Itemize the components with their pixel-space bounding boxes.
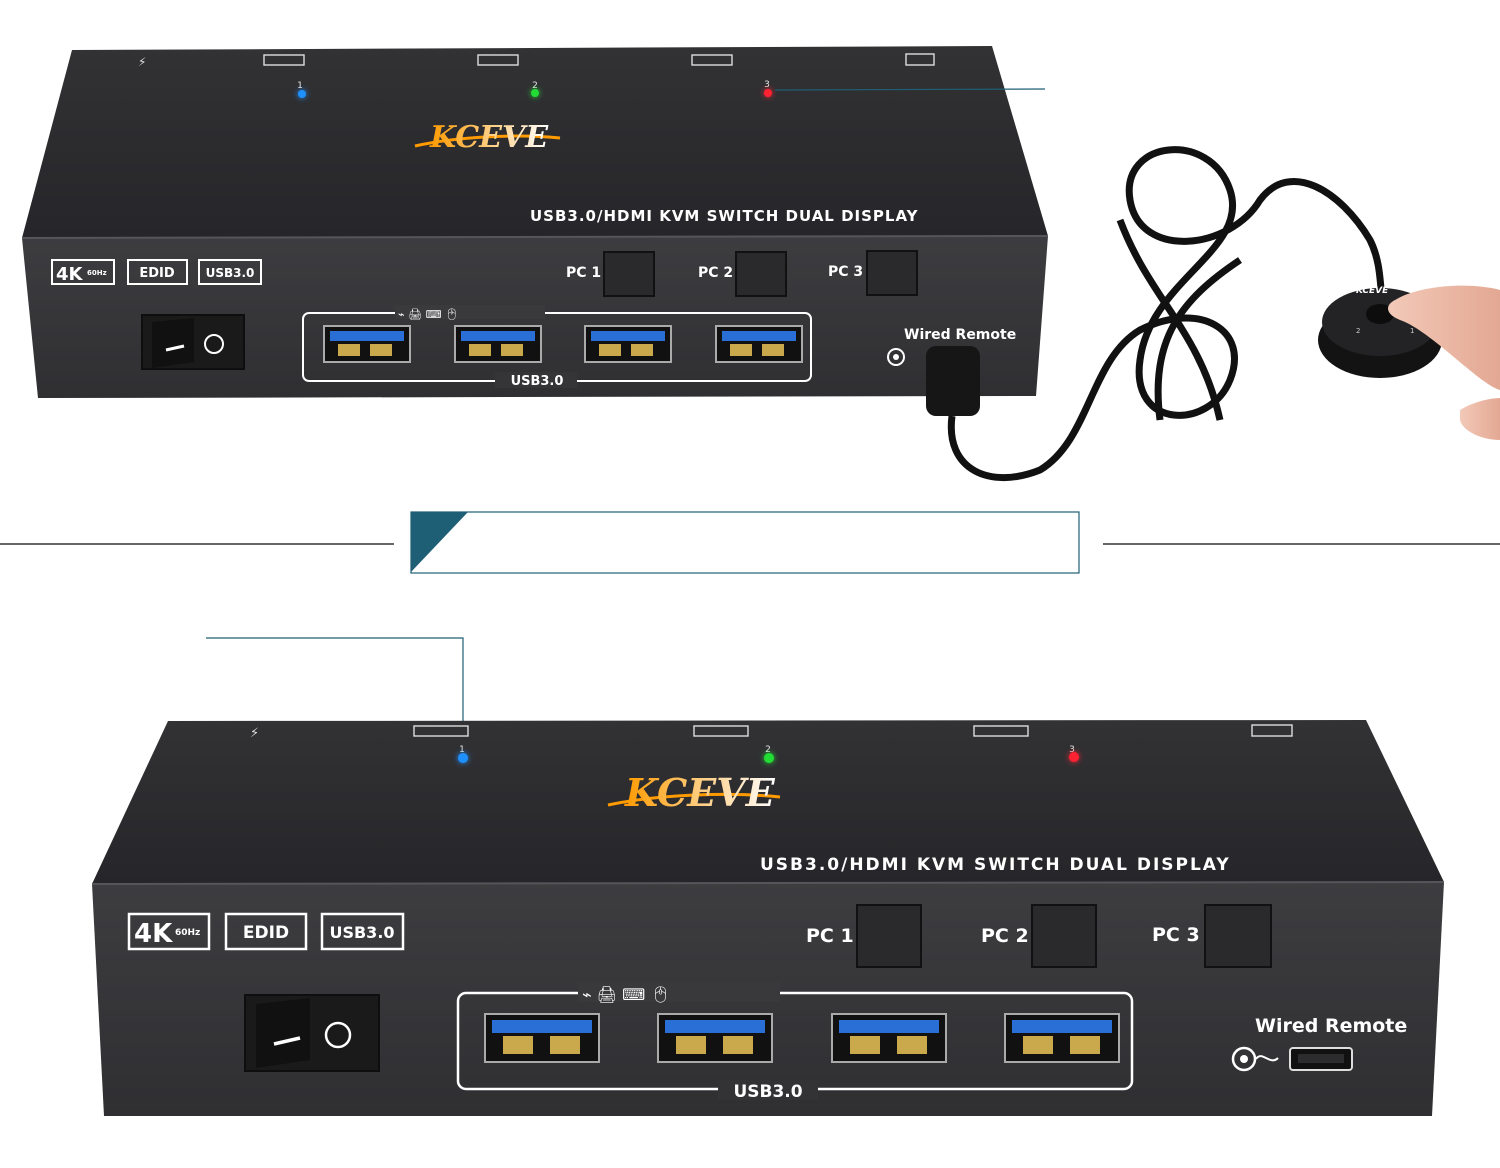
monitor-output-icon [905,53,935,66]
led-2 [531,89,539,97]
product-label: USB3.0/HDMI KVM SWITCH DUAL DISPLAY [530,207,919,225]
badge-60hz-text: 60Hz [175,928,200,938]
led-1-number: 1 [459,745,465,755]
power-port-icon: ⚡ [138,55,146,69]
wired-remote-label: Wired Remote [904,327,1016,343]
section-divider [0,511,1500,574]
hdmi-port-1-icon [263,54,305,66]
power-switch-rocker [256,998,310,1068]
caption-box-corner [411,512,468,572]
led-2-number: 2 [532,81,538,91]
usb-group-label: USB3.0 [511,374,564,389]
badge-usb-text: USB3.0 [206,266,255,280]
led-2 [764,753,774,763]
badge-edid-text: EDID [139,266,175,281]
pc3-label: PC 3 [1152,924,1200,946]
remote-label-1: 1 [1410,327,1414,335]
usb-group-label: USB3.0 [733,1082,802,1102]
remote-cable [926,146,1386,482]
remote-label-2: 2 [1356,327,1360,335]
pc1-label: PC 1 [806,925,854,947]
led-3 [1069,752,1079,762]
pc1-button[interactable] [603,251,655,297]
led-3 [764,89,772,97]
logo-swoosh [607,792,781,807]
badge-edid [127,259,188,285]
led-3-number: 3 [764,80,770,90]
kvm-switch-top: ⚡ 1 2 3 KCEVE USB3.0/HDMI KVM SWITCH DUA… [21,46,1049,398]
brand-logo: KCEVE [429,120,549,155]
badge-edid [224,912,308,951]
pc2-label: PC 2 [698,265,733,281]
usb-port-1[interactable] [323,325,411,363]
pc2-button[interactable] [1031,904,1097,968]
usb-port-3[interactable] [584,325,672,363]
badge-edid-text: EDID [243,923,289,943]
badge-4k [127,912,211,951]
badge-usb [198,259,262,285]
device-top-surface [22,46,1048,238]
pc3-button[interactable] [866,250,918,296]
usb-port-2[interactable] [657,1013,773,1063]
kvm-switch-bottom: ⚡ 1 2 3 KCEVE USB3.0/HDMI KVM SWITCH DUA… [91,720,1445,1116]
power-port-icon: ⚡ [250,726,259,741]
product-label: USB3.0/HDMI KVM SWITCH DUAL DISPLAY [760,855,1231,875]
finger [1388,285,1500,440]
led-1 [298,90,306,98]
power-switch-rocker [152,318,194,368]
usb-device-icons: ⌁ 🖨 ⌨ 🖱 [398,308,459,321]
pc1-button[interactable] [856,904,922,968]
remote-port-icon [887,348,905,366]
callout-line-bottom [206,637,464,726]
remote-port-icon [1231,1046,1257,1072]
brand-logo: KCEVE [624,770,776,815]
hdmi-port-3-icon [973,725,1029,737]
usb-port-4[interactable] [1004,1013,1120,1063]
callout-line [774,88,1046,91]
led-1-number: 1 [297,81,303,91]
badge-usb-text: USB3.0 [329,923,394,942]
remote-plug [926,346,980,416]
pc3-label: PC 3 [828,264,863,280]
led-1 [458,753,468,763]
hdmi-port-2-icon [693,725,749,737]
pc2-label: PC 2 [981,925,1029,947]
remote-brand-text: KCEVE [1356,286,1389,296]
badge-usb [320,912,405,951]
logo-swoosh [414,134,561,148]
hdmi-port-3-icon [691,54,733,66]
usb-port-2[interactable] [454,325,542,363]
pc1-label: PC 1 [566,265,601,281]
device-top-surface [92,720,1444,884]
usb-port-3[interactable] [831,1013,947,1063]
pc3-button[interactable] [1204,904,1272,968]
led-3-number: 3 [1069,745,1075,755]
badge-4k [51,259,115,285]
hdmi-port-1-icon [413,725,469,737]
pc2-button[interactable] [735,251,787,297]
monitor-output-icon [1251,724,1293,737]
badge-4k-text: 4K [134,919,173,949]
usb-port-4[interactable] [715,325,803,363]
badge-60hz-text: 60Hz [87,269,107,277]
remote-button[interactable] [1366,304,1394,324]
hdmi-port-2-icon [477,54,519,66]
usb-port-1[interactable] [484,1013,600,1063]
usb-device-icons: ⌁ 🖨 ⌨ 🖱 [582,985,671,1004]
badge-4k-text: 4K [56,264,84,285]
wired-remote-label: Wired Remote [1255,1015,1407,1037]
led-2-number: 2 [765,745,771,755]
caption-box [410,511,1080,574]
